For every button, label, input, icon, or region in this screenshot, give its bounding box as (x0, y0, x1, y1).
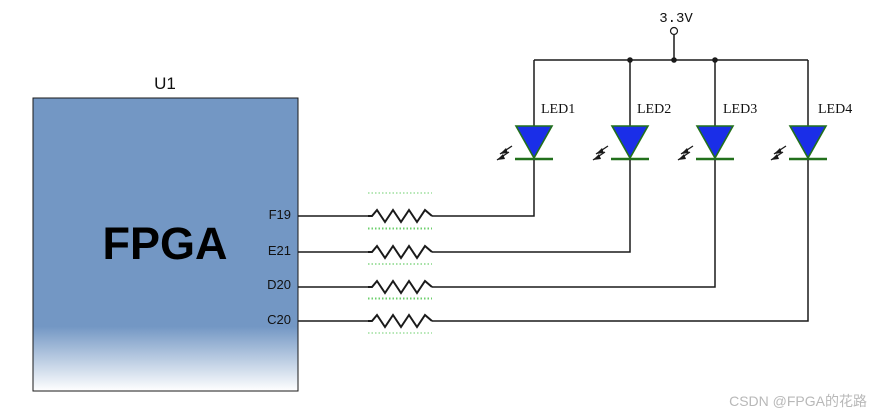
led3-symbol (677, 60, 735, 161)
led3-arrowhead-icon (681, 148, 689, 154)
led-symbols (496, 60, 828, 161)
led4-arrowhead-icon (774, 148, 782, 154)
resistor-3-icon (368, 279, 433, 295)
led1-arrowhead2-icon (497, 154, 505, 160)
supply-terminal (669, 26, 679, 36)
signal-wire-3 (298, 160, 716, 288)
led4-symbol (770, 60, 828, 161)
signal-wire-4 (298, 160, 809, 322)
chip-ref-label: U1 (154, 74, 176, 93)
led4-diode-icon (788, 125, 828, 160)
resistor-symbols (368, 192, 433, 334)
supply-label: 3.3V (659, 11, 693, 27)
led1-symbol (496, 60, 554, 161)
led1-label: LED1 (541, 102, 575, 117)
resistor-4 (368, 297, 433, 334)
watermark: CSDN @FPGA的花路 (729, 393, 867, 409)
led2-arrowhead2-icon (593, 154, 601, 160)
led1-arrowhead-icon (500, 148, 508, 154)
chip-name-label: FPGA (102, 218, 227, 269)
pin-label-e21: E21 (268, 243, 291, 258)
led2-diode-icon (610, 125, 650, 160)
pin-label-f19: F19 (269, 207, 291, 222)
resistor-2 (368, 228, 433, 265)
signal-wires (298, 160, 809, 322)
led2-label: LED2 (637, 102, 671, 117)
rail-junction-supply (671, 57, 677, 63)
led3-label: LED3 (723, 102, 757, 117)
led3-arrowhead2-icon (678, 154, 686, 160)
resistor-2-icon (368, 244, 433, 260)
resistor-1 (368, 192, 433, 229)
resistor-4-icon (368, 313, 433, 329)
led4-label: LED4 (818, 102, 852, 117)
resistor-3 (368, 263, 433, 300)
led3-diode-icon (695, 125, 735, 160)
pin-label-d20: D20 (267, 277, 291, 292)
led2-symbol (592, 60, 650, 161)
resistor-1-icon (368, 208, 433, 224)
fpga-chip-body (32, 97, 299, 392)
pin-label-c20: C20 (267, 312, 291, 327)
led2-arrowhead-icon (596, 148, 604, 154)
signal-wire-2 (298, 160, 631, 253)
led4-arrowhead2-icon (771, 154, 779, 160)
led1-diode-icon (514, 125, 554, 160)
signal-wire-1 (298, 160, 535, 217)
